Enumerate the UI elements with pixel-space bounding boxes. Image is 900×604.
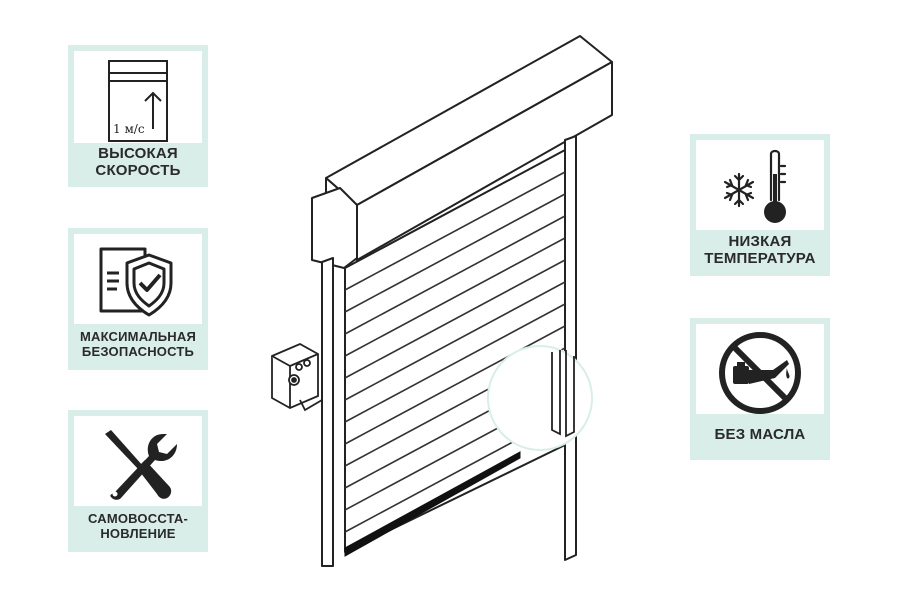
door-up-arrow-icon: 1 м/с [108, 60, 168, 142]
card-title-line2: ТЕМПЕРАТУРА [704, 250, 816, 267]
feature-card-self-repair: САМОВОССТА- НОВЛЕНИЕ [68, 410, 208, 552]
motor-cap [311, 187, 358, 269]
speed-label: 1 м/с [113, 122, 145, 136]
no-oil-can-icon [719, 332, 801, 414]
card-title-line2: НОВЛЕНИЕ [100, 526, 176, 541]
bottom-bar [344, 451, 521, 557]
card-title-line2: БЕЗОПАСНОСТЬ [81, 344, 195, 359]
left-guide-rail [321, 257, 334, 567]
feature-card-no-oil: БЕЗ МАСЛА [690, 318, 830, 460]
card-title-line1: САМОВОССТА- [87, 511, 189, 526]
card-title-line1: МАКСИМАЛЬНАЯ [79, 329, 197, 344]
control-box [271, 342, 323, 412]
card-title-line1: БЕЗ МАСЛА [714, 425, 806, 443]
snowflake-thermometer-icon [723, 149, 787, 223]
feature-card-low-temperature: НИЗКАЯ ТЕМПЕРАТУРА [690, 134, 830, 276]
door-curtain [344, 149, 566, 553]
feature-card-max-security: МАКСИМАЛЬНАЯ БЕЗОПАСНОСТЬ [68, 228, 208, 370]
card-title-line1: ВЫСОКАЯ [98, 145, 178, 162]
feature-card-high-speed: 1 м/с ВЫСОКАЯ СКОРОСТЬ [68, 45, 208, 187]
card-title-line1: НИЗКАЯ [728, 233, 792, 250]
right-guide-rail [564, 135, 577, 561]
card-title-line2: СКОРОСТЬ [95, 162, 181, 179]
wrench-screwdriver-icon [105, 430, 177, 500]
shield-check-icon [99, 247, 173, 317]
detail-magnifier [487, 345, 593, 451]
